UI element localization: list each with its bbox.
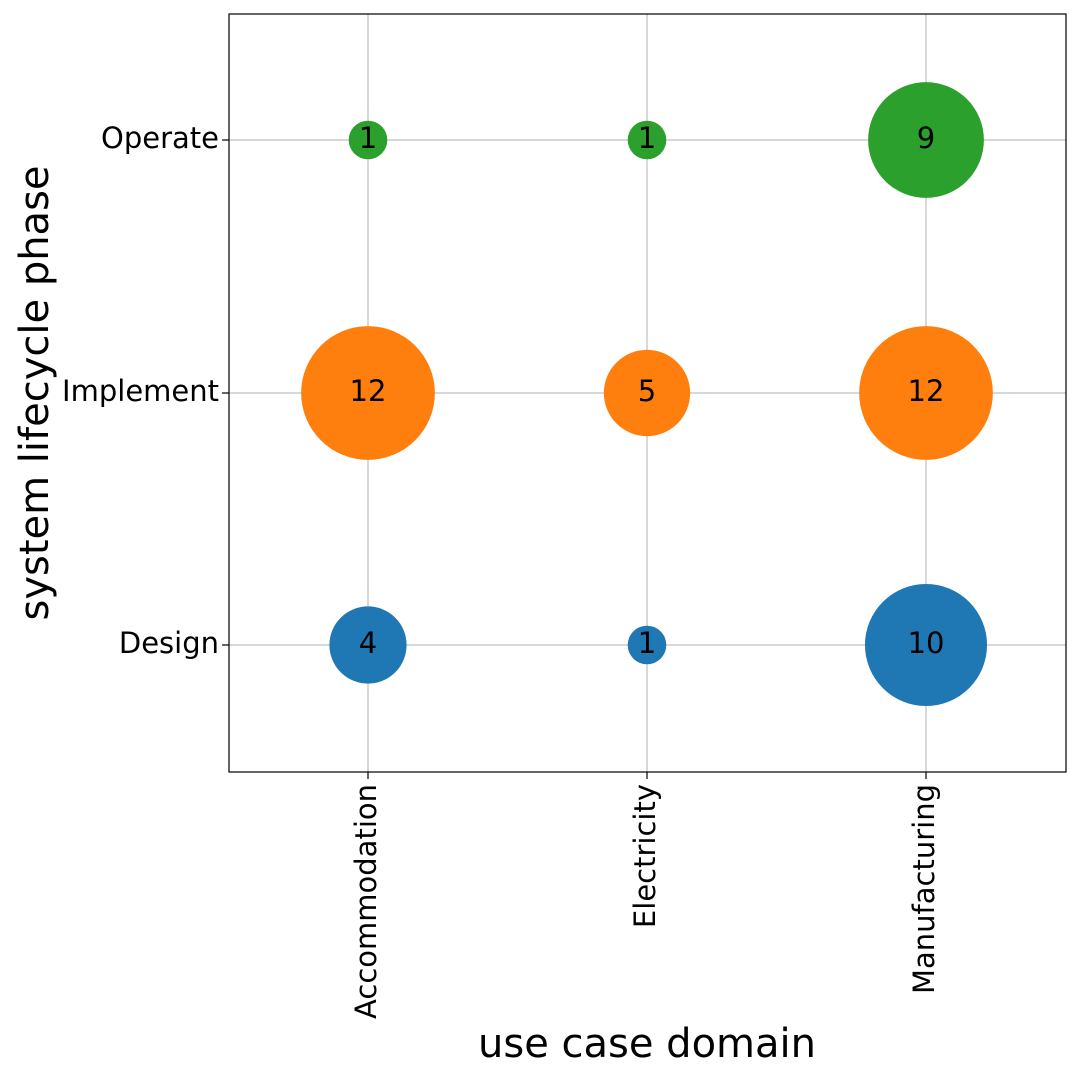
axis-ticks: Accommodation Electricity Manufacturing Des… [62,121,941,1019]
bubble [868,82,984,198]
x-tick-label: Accommodation [349,784,383,1019]
bubble [603,349,691,437]
bubble-value-label: 12 [908,374,945,408]
bubble-value-label: 4 [359,626,377,660]
bubble-value-label: 1 [638,121,656,155]
bubble [627,625,667,665]
bubble [864,583,988,707]
bubble-value-label: 9 [917,121,935,155]
bubble-value-label: 1 [638,626,656,660]
bubble [348,120,388,160]
bubble-value-label: 12 [350,374,387,408]
x-tick-label: Electricity [628,784,662,928]
bubble-value-label: 5 [638,374,656,408]
bubble-value-label: 10 [908,626,945,660]
y-tick-label: Implement [62,374,219,408]
bubble [301,326,435,460]
y-tick-label: Operate [101,121,219,155]
bubble-labels: 4 1 10 12 5 12 1 1 9 [350,121,945,660]
y-axis-label: system lifecycle phase [12,165,58,620]
y-tick-label: Design [119,626,219,660]
bubble-value-label: 1 [359,121,377,155]
bubbles [301,82,993,707]
bubble [329,606,407,684]
bubble [627,120,667,160]
x-tick-label: Manufacturing [907,784,941,994]
x-axis-label: use case domain [478,1021,816,1067]
bubble [859,326,993,460]
